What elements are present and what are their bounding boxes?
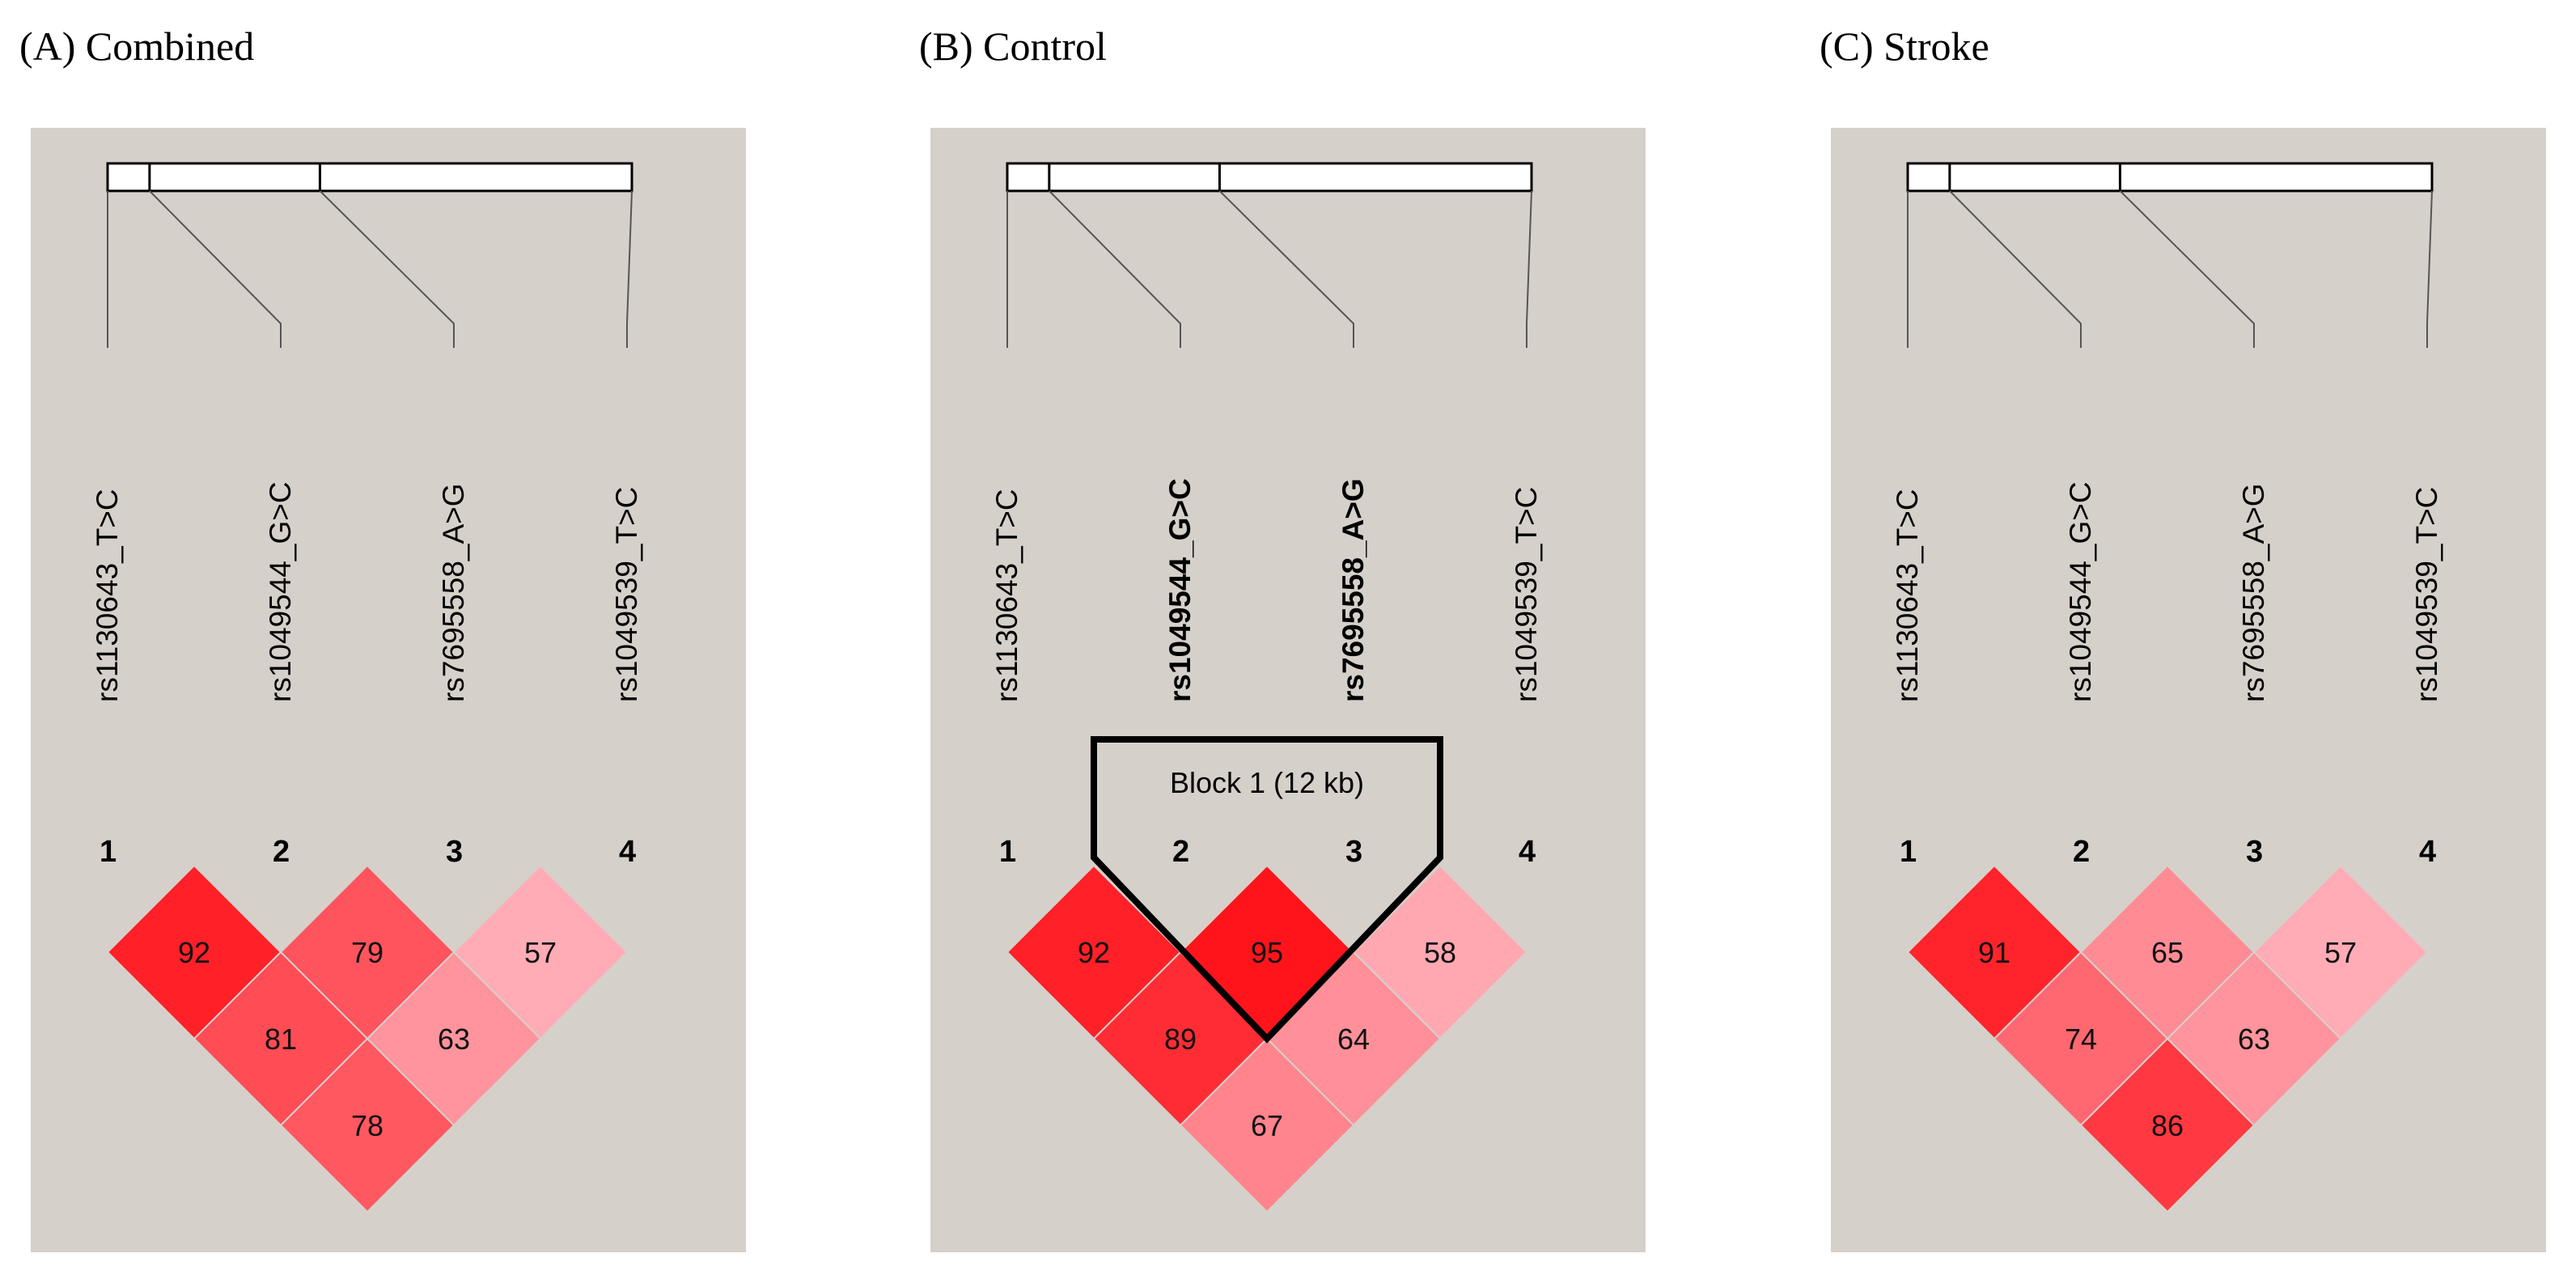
ld-value: 92 (1078, 936, 1110, 969)
panel-caption: (A) Combined (19, 23, 254, 69)
snp-label: rs1049544_G>C (264, 481, 297, 702)
snp-label: rs1049544_G>C (1163, 478, 1197, 702)
snp-label: rs1049539_T>C (1510, 487, 1543, 702)
physical-map-bar (106, 162, 633, 193)
ld-value: 91 (1978, 936, 2010, 969)
ld-value: 74 (2065, 1023, 2097, 1056)
panel-a: (A) Combined rs1130643_T>C rs1049544_G>C rs… (19, 23, 746, 1252)
snp-label: rs1049539_T>C (610, 487, 643, 702)
marker-index: 3 (1345, 835, 1362, 869)
panel-b: (B) Control rs1130643_T>C rs1049544_G>C rs7… (919, 23, 1646, 1252)
ld-value: 95 (1251, 936, 1283, 969)
ld-value: 78 (351, 1109, 383, 1142)
snp-connector (1949, 190, 2082, 348)
ld-value: 58 (1424, 936, 1456, 969)
ld-value: 64 (1337, 1023, 1370, 1056)
ld-value: 57 (524, 936, 557, 969)
ld-value: 79 (351, 936, 383, 969)
snp-connector (1218, 190, 1354, 348)
ld-value: 63 (438, 1023, 470, 1056)
snp-label: rs1130643_T>C (990, 489, 1023, 702)
ld-value: 63 (2238, 1023, 2270, 1056)
marker-index: 2 (273, 835, 290, 869)
ld-value: 89 (1164, 1023, 1197, 1056)
snp-connector (2119, 190, 2255, 348)
snp-connector (149, 190, 282, 348)
panel-c: (C) Stroke rs1130643_T>C rs1049544_G>C rs76… (1820, 23, 2546, 1252)
snp-label: rs1130643_T>C (91, 489, 124, 702)
snp-connector (1049, 190, 1181, 348)
marker-index: 4 (619, 835, 636, 869)
physical-map-bar (1906, 162, 2434, 193)
haplotype-block-outline (1091, 736, 1443, 1044)
ld-cell-1-4 (1179, 1037, 1355, 1213)
marker-index: 3 (2246, 835, 2263, 869)
marker-index: 2 (2073, 835, 2090, 869)
marker-index: 4 (1519, 835, 1536, 869)
snp-connector (1526, 190, 1532, 348)
snp-label: rs1049539_T>C (2410, 487, 2443, 702)
snp-connector (2426, 190, 2433, 348)
panel-caption: (B) Control (919, 23, 1107, 69)
snp-label: rs1130643_T>C (1891, 489, 1924, 702)
physical-map-bar (1006, 162, 1533, 193)
snp-label: rs1049544_G>C (2064, 481, 2097, 702)
marker-index: 2 (1172, 835, 1189, 869)
snp-label: rs7695558_A>G (2237, 483, 2270, 702)
ld-value: 92 (178, 936, 210, 969)
snp-label: rs7695558_A>G (1337, 478, 1370, 702)
block-label: Block 1 (12 kb) (1170, 766, 1364, 799)
ld-value: 81 (265, 1023, 297, 1056)
ld-cell-1-4 (2079, 1037, 2256, 1213)
marker-index: 3 (446, 835, 463, 869)
snp-label: rs7695558_A>G (437, 483, 470, 702)
ld-value: 65 (2151, 936, 2184, 969)
ld-cell-1-4 (279, 1037, 455, 1213)
marker-index: 1 (1900, 835, 1917, 869)
ld-value: 67 (1251, 1109, 1283, 1142)
snp-connector (319, 190, 455, 348)
ld-value: 57 (2324, 936, 2357, 969)
snp-connector (626, 190, 633, 348)
marker-index: 1 (100, 835, 117, 869)
panel-caption: (C) Stroke (1820, 23, 1989, 69)
ld-value: 86 (2151, 1109, 2184, 1142)
marker-index: 1 (999, 835, 1016, 869)
marker-index: 4 (2419, 835, 2436, 869)
